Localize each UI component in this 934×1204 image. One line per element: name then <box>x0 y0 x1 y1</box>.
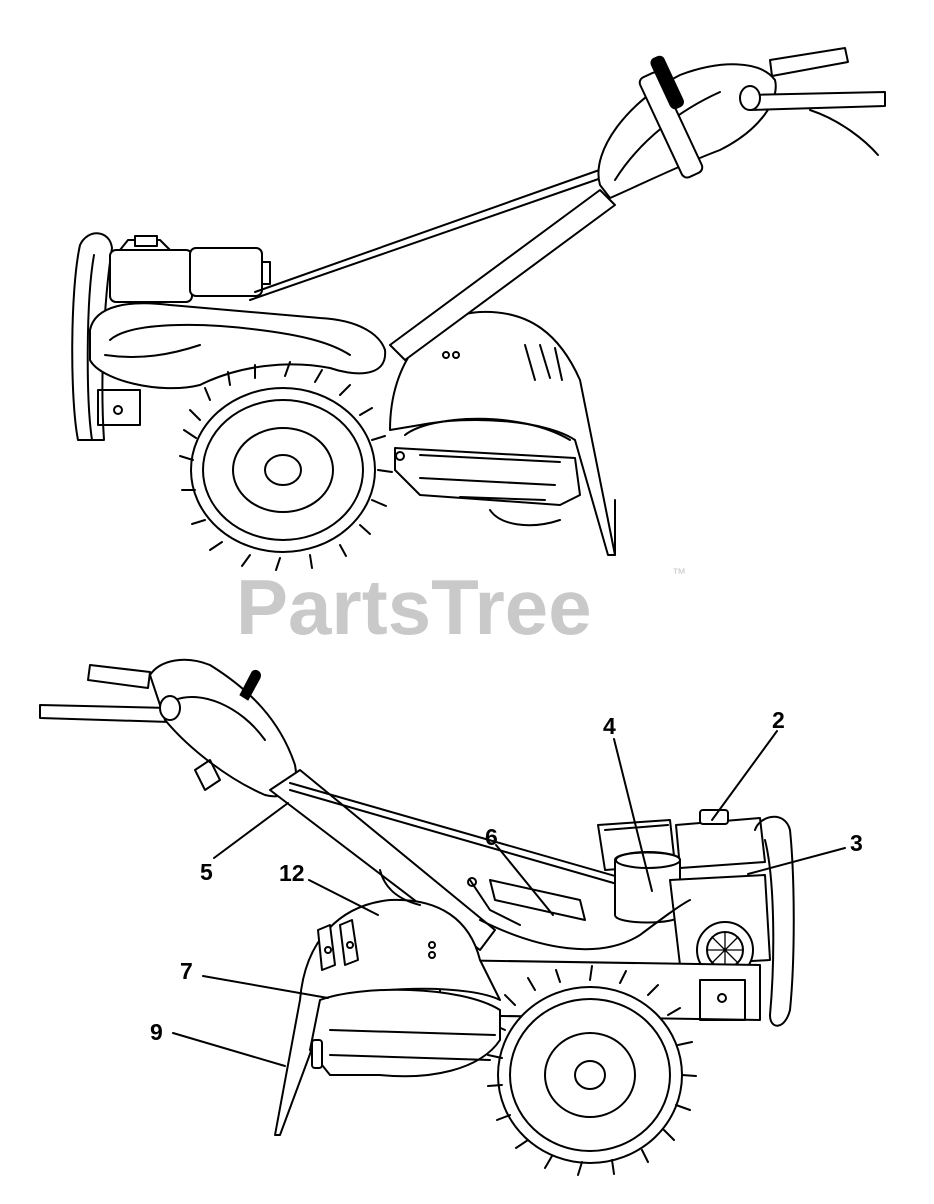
engine-top <box>109 235 271 303</box>
parts-tree-watermark: PartsTree ™ <box>236 563 686 651</box>
wheel-bottom <box>487 965 697 1176</box>
callout-9: 9 <box>150 1019 286 1067</box>
trademark-symbol: ™ <box>672 565 686 581</box>
callout-7: 7 <box>180 958 329 999</box>
tine-hood-bottom <box>274 869 521 1136</box>
tiller-bottom-view <box>39 658 795 1176</box>
callout-2: 2 <box>711 707 785 821</box>
callout-label-2: 2 <box>772 707 785 733</box>
handlebar-top <box>249 47 886 361</box>
callout-label-6: 6 <box>485 824 498 850</box>
callout-label-9: 9 <box>150 1019 163 1045</box>
callout-label-7: 7 <box>180 958 193 984</box>
tiller-top-view <box>71 47 886 571</box>
callout-label-3: 3 <box>850 830 863 856</box>
callout-label-5: 5 <box>200 859 213 885</box>
callout-12: 12 <box>279 860 379 916</box>
callout-5: 5 <box>200 802 289 885</box>
callout-6: 6 <box>485 824 554 916</box>
callout-4: 4 <box>603 713 653 892</box>
watermark-text: PartsTree <box>236 563 592 651</box>
callout-3: 3 <box>747 830 863 875</box>
callout-label-12: 12 <box>279 860 305 886</box>
wheel-top <box>179 361 393 571</box>
callout-label-4: 4 <box>603 713 616 739</box>
tine-hood-top <box>389 310 616 556</box>
engine-bottom <box>597 809 795 1027</box>
